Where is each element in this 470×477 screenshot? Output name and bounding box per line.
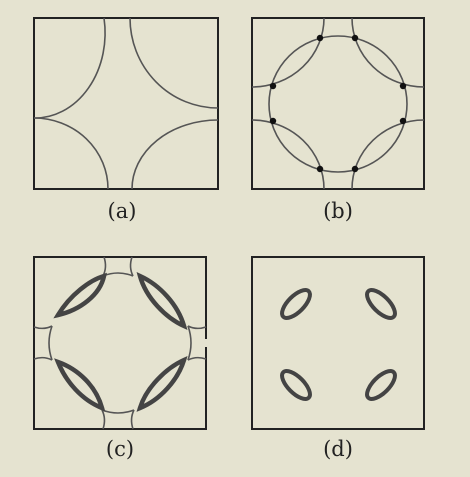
frame-gap-right — [203, 339, 209, 347]
arc-top-right — [351, 17, 425, 88]
panel-a-frame — [33, 17, 219, 190]
ellipse-bottom-right — [365, 369, 397, 401]
fermi-circle — [268, 35, 408, 173]
arc-bottom-left — [251, 119, 325, 190]
caption-d: (d) — [323, 437, 353, 461]
dot — [351, 165, 359, 173]
arc-top-left — [251, 17, 325, 88]
edge-pocket-top — [102, 256, 134, 277]
pocket-bottom-right — [136, 355, 188, 412]
arc-bottom-right — [351, 119, 425, 190]
dot — [269, 82, 277, 90]
dot — [316, 34, 324, 42]
panel-c — [33, 256, 209, 430]
caption-c: (c) — [105, 437, 135, 461]
caption-a: (a) — [107, 199, 137, 223]
panel-a — [33, 17, 219, 190]
edge-pocket-bottom — [101, 409, 135, 430]
dot — [399, 82, 407, 90]
edge-pocket-right — [187, 325, 207, 361]
panel-d — [251, 256, 425, 430]
ellipse-top-right — [365, 288, 397, 320]
panel-d-frame — [251, 256, 425, 430]
pocket-bottom-left — [54, 358, 106, 412]
intersection-dots — [269, 34, 407, 173]
arc-bottom-left — [33, 117, 109, 190]
arc-top-left — [33, 17, 106, 119]
pocket-top-left — [53, 272, 107, 319]
dot — [351, 34, 359, 42]
thick-pockets — [53, 271, 188, 412]
panel-b-frame — [251, 17, 425, 190]
arc-top-right — [129, 17, 219, 109]
pocket-top-right — [136, 271, 188, 331]
dot — [316, 165, 324, 173]
panel-b — [251, 17, 425, 190]
arc-bottom-right — [131, 119, 219, 190]
dot — [399, 117, 407, 125]
dot — [269, 117, 277, 125]
ellipse-bottom-left — [280, 369, 312, 401]
caption-b: (b) — [323, 199, 353, 223]
ellipse-top-left — [280, 288, 312, 320]
panel-c-frame — [33, 256, 207, 430]
edge-pocket-left — [33, 325, 53, 361]
